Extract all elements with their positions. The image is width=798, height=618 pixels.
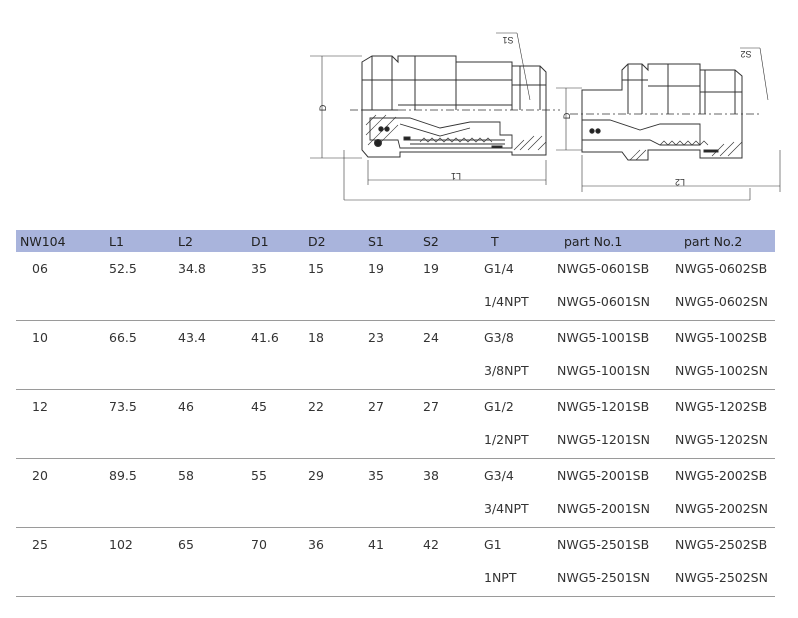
column-header: D2 xyxy=(308,234,326,249)
table-cell-part-number: NWG5-1001SB xyxy=(557,330,650,345)
column-header: part No.2 xyxy=(684,234,743,249)
coupling-technical-drawing: S1 S2 D D L1 L2 xyxy=(0,0,798,215)
column-header: S2 xyxy=(423,234,439,249)
table-cell-part-number: NWG5-2501SN xyxy=(557,570,650,585)
table-cell-l1: 102 xyxy=(109,537,133,552)
table-cell-d2: 18 xyxy=(308,330,324,345)
table-cell-part-number: NWG5-1201SN xyxy=(557,432,650,447)
table-cell-d1: 55 xyxy=(251,468,267,483)
table-cell-part-number: NWG5-2001SB xyxy=(557,468,650,483)
column-header: S1 xyxy=(368,234,384,249)
table-cell-d1: 45 xyxy=(251,399,267,414)
table-cell-thread: G1 xyxy=(484,537,502,552)
table-cell-part-number: NWG5-1002SN xyxy=(675,363,768,378)
dimension-lines-right xyxy=(556,47,781,192)
table-cell-part-number: NWG5-1002SB xyxy=(675,330,768,345)
table-cell-s2: 19 xyxy=(423,261,439,276)
table-row: 12 73.5 46 45 22 27 27 G1/2 NWG5-1201SB NWG5-1202… xyxy=(16,390,775,459)
table-row: 06 52.5 34.8 35 15 19 19 G1/4 NWG5-0601SB NWG5-06… xyxy=(16,252,775,321)
plug-drawing-right xyxy=(570,63,760,161)
table-cell-part-number: NWG5-0602SB xyxy=(675,261,768,276)
table-cell-l2: 65 xyxy=(178,537,194,552)
table-row: 25 102 65 70 36 41 42 G1 NWG5-2501SB NWG5-2502SB 1… xyxy=(16,528,775,597)
table-cell-nw: 20 xyxy=(32,468,48,483)
column-header: L1 xyxy=(109,234,124,249)
label-l1: L1 xyxy=(451,171,461,181)
table-cell-l1: 73.5 xyxy=(109,399,137,414)
table-cell-part-number: NWG5-1001SN xyxy=(557,363,650,378)
table-cell-thread: 1/4NPT xyxy=(484,294,529,309)
table-cell-l1: 52.5 xyxy=(109,261,137,276)
label-s2: S2 xyxy=(740,49,751,59)
table-cell-s1: 41 xyxy=(368,537,384,552)
table-cell-s2: 24 xyxy=(423,330,439,345)
coupler-drawing-left xyxy=(350,55,560,158)
table-cell-d1: 70 xyxy=(251,537,267,552)
table-cell-part-number: NWG5-0601SN xyxy=(557,294,650,309)
label-d: D xyxy=(318,104,328,111)
table-cell-thread: G1/4 xyxy=(484,261,514,276)
table-cell-part-number: NWG5-2002SN xyxy=(675,501,768,516)
table-cell-part-number: NWG5-1201SB xyxy=(557,399,650,414)
table-cell-thread: 1NPT xyxy=(484,570,517,585)
table-cell-part-number: NWG5-2002SB xyxy=(675,468,768,483)
table-cell-l2: 34.8 xyxy=(178,261,206,276)
table-cell-nw: 10 xyxy=(32,330,48,345)
column-header: D1 xyxy=(251,234,269,249)
table-cell-d1: 41.6 xyxy=(251,330,279,345)
table-cell-d2: 29 xyxy=(308,468,324,483)
table-cell-nw: 12 xyxy=(32,399,48,414)
table-cell-d2: 15 xyxy=(308,261,324,276)
table-cell-l2: 58 xyxy=(178,468,194,483)
dimension-lines-left xyxy=(310,32,751,201)
label-s1: S1 xyxy=(502,35,513,45)
table-cell-thread: 3/8NPT xyxy=(484,363,529,378)
table-cell-thread: 3/4NPT xyxy=(484,501,529,516)
table-cell-thread: G3/4 xyxy=(484,468,514,483)
table-cell-s1: 23 xyxy=(368,330,384,345)
table-row: 10 66.5 43.4 41.6 18 23 24 G3/8 NWG5-1001SB NWG5-… xyxy=(16,321,775,390)
table-body: 06 52.5 34.8 35 15 19 19 G1/4 NWG5-0601SB NWG5-06… xyxy=(16,252,775,597)
table-cell-s1: 27 xyxy=(368,399,384,414)
table-cell-s2: 42 xyxy=(423,537,439,552)
table-cell-l2: 43.4 xyxy=(178,330,206,345)
table-cell-part-number: NWG5-0602SN xyxy=(675,294,768,309)
table-cell-nw: 25 xyxy=(32,537,48,552)
table-cell-part-number: NWG5-2501SB xyxy=(557,537,650,552)
column-header: T xyxy=(491,234,499,249)
table-cell-part-number: NWG5-0601SB xyxy=(557,261,650,276)
table-cell-s1: 19 xyxy=(368,261,384,276)
table-cell-s2: 38 xyxy=(423,468,439,483)
table-cell-d2: 22 xyxy=(308,399,324,414)
table-cell-s2: 27 xyxy=(423,399,439,414)
table-cell-thread: G1/2 xyxy=(484,399,514,414)
table-cell-s1: 35 xyxy=(368,468,384,483)
table-cell-part-number: NWG5-2001SN xyxy=(557,501,650,516)
column-header: NW104 xyxy=(20,234,66,249)
table-cell-l2: 46 xyxy=(178,399,194,414)
column-header: part No.1 xyxy=(564,234,623,249)
table-row: 20 89.5 58 55 29 35 38 G3/4 NWG5-2001SB NWG5-2002… xyxy=(16,459,775,528)
label-d-small: D xyxy=(562,112,572,119)
label-l2: L2 xyxy=(675,177,685,187)
table-cell-d2: 36 xyxy=(308,537,324,552)
table-cell-nw: 06 xyxy=(32,261,48,276)
table-cell-part-number: NWG5-2502SN xyxy=(675,570,768,585)
table-cell-thread: G3/8 xyxy=(484,330,514,345)
table-cell-part-number: NWG5-2502SB xyxy=(675,537,768,552)
table-cell-thread: 1/2NPT xyxy=(484,432,529,447)
table-cell-l1: 66.5 xyxy=(109,330,137,345)
table-cell-l1: 89.5 xyxy=(109,468,137,483)
table-cell-d1: 35 xyxy=(251,261,267,276)
column-header: L2 xyxy=(178,234,193,249)
table-cell-part-number: NWG5-1202SB xyxy=(675,399,768,414)
table-cell-part-number: NWG5-1202SN xyxy=(675,432,768,447)
